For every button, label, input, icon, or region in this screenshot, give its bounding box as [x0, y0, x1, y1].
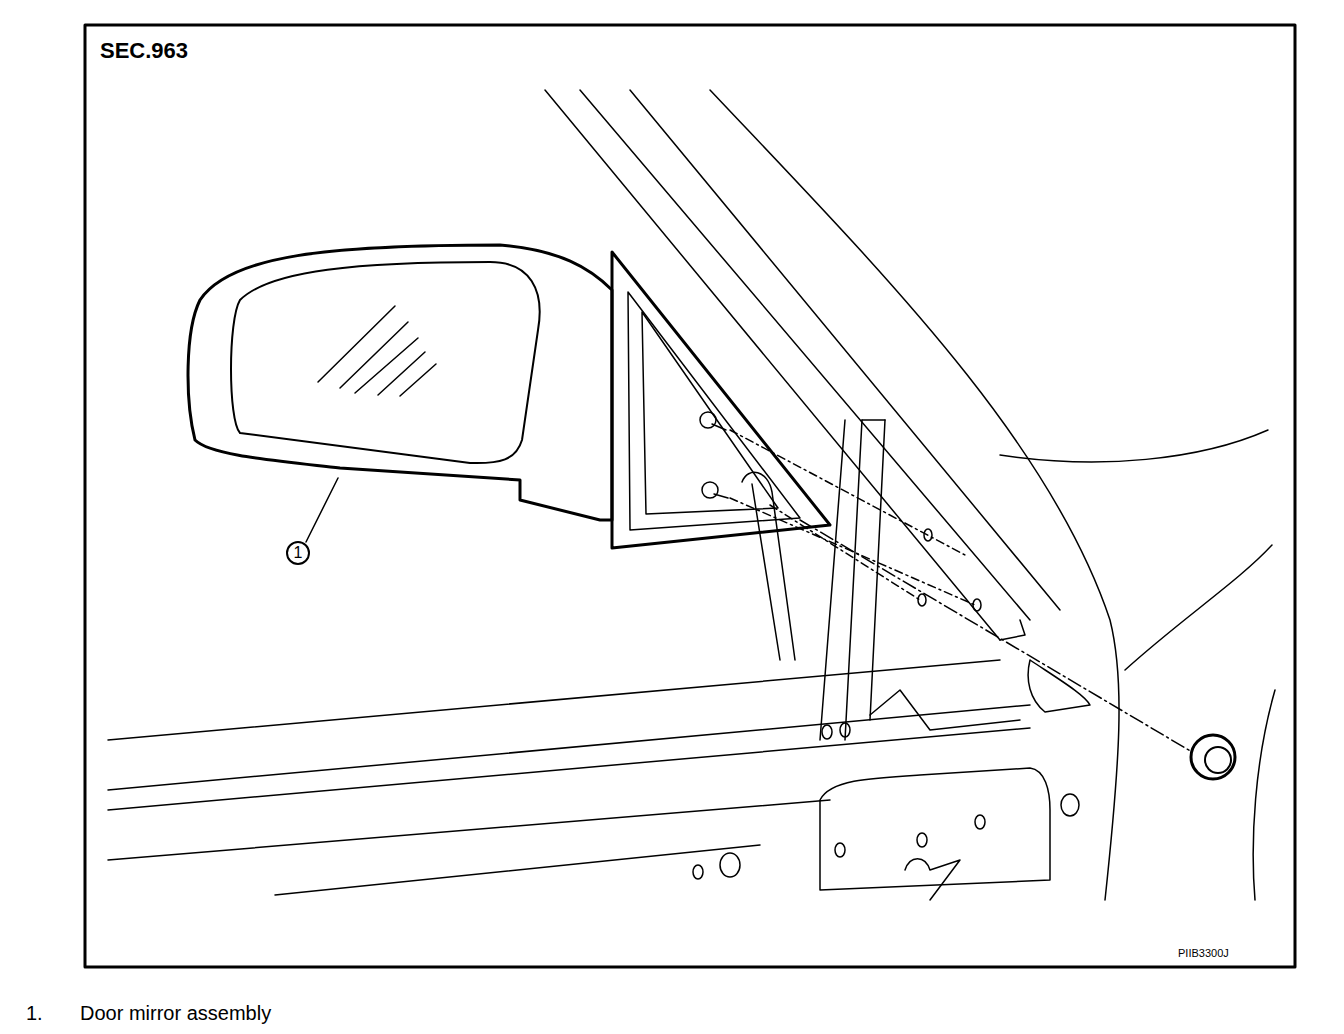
section-number: SEC.963 [100, 38, 188, 64]
figure-code: PIIB3300J [1178, 947, 1229, 959]
part-name: Door mirror assembly [80, 1002, 271, 1025]
callout-circle: 1 [286, 541, 310, 565]
frame [85, 25, 1295, 967]
body-lines [108, 90, 1275, 900]
callout-number: 1. [26, 1002, 43, 1025]
door-mirror-assembly [188, 245, 830, 660]
nut [1191, 735, 1235, 779]
callout-number: 1 [294, 545, 303, 561]
leader-line [306, 478, 338, 542]
fastener-lines [730, 430, 1192, 752]
